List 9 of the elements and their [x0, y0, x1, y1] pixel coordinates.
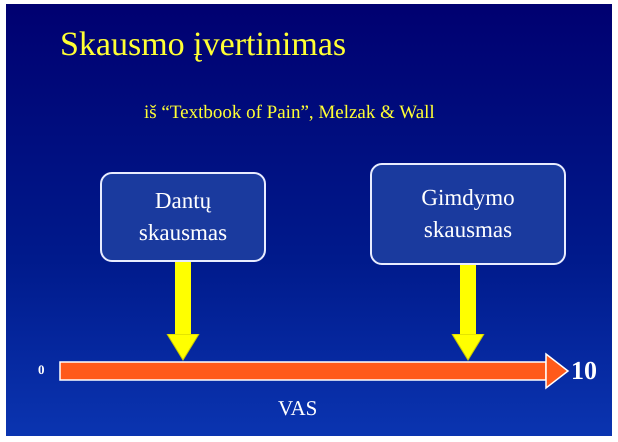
- arrow: [452, 265, 484, 360]
- source-note: iš “Textbook of Pain”, Melzak & Wall: [144, 102, 435, 124]
- text-box: Gimdymo skausmas: [370, 163, 566, 265]
- scale-name: VAS: [278, 396, 318, 421]
- slide-title: Skausmo įvertinimas: [60, 26, 346, 64]
- scale-min-label: 0: [38, 362, 44, 378]
- text-box: Dantų skausmas: [100, 172, 266, 262]
- scale-max-label: 10: [571, 356, 597, 386]
- arrow: [166, 262, 200, 360]
